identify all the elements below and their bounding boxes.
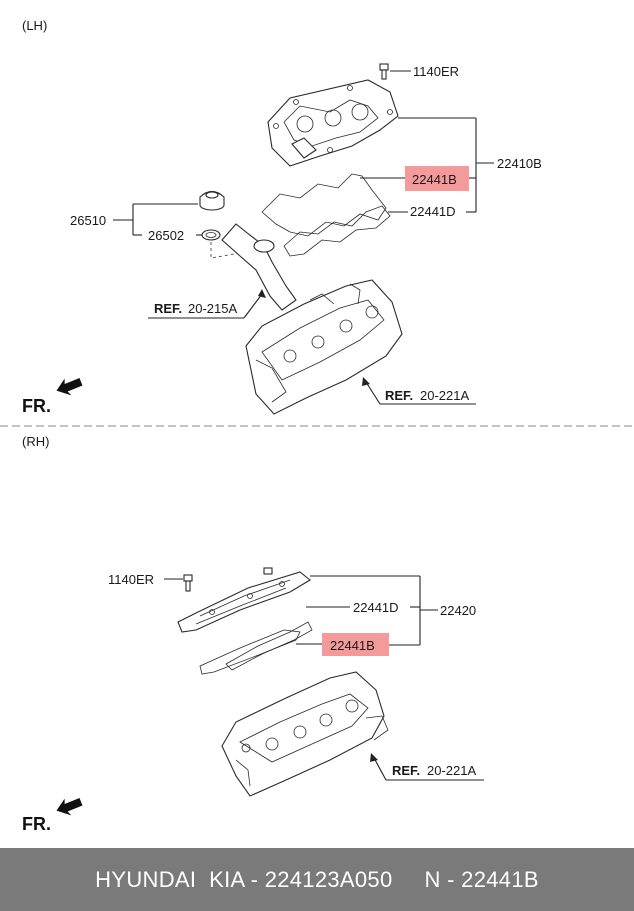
parts-diagram: (LH) 1140ER 22441B 22441D 22410B [0,18,634,834]
lh-gasket-d-label: 22441D [410,204,456,219]
rh-gasket-b-part [199,629,301,675]
lh-cap-seal-label: 26502 [148,228,184,243]
lh-gasket-b-part [261,173,387,237]
lh-bolt-part [379,63,389,80]
lh-cover-assy-label: 22410B [497,156,542,171]
lh-oil-cap-part [199,190,225,211]
lh-ref-a-prefix: REF. [154,301,182,316]
rh-gasket-b-label: 22441B [330,638,375,653]
rh-front-arrow-icon [56,798,83,816]
lh-front-arrow-icon [56,378,83,396]
part-number-footer: HYUNDAI KIA - 224123A050 N - 22441B [0,848,634,911]
lh-cap-seal-part [201,229,221,241]
rh-cover-assy-label: 22420 [440,603,476,618]
rh-gasket-b-highlight [322,633,389,656]
rh-bolt-label: 1140ER [108,572,154,587]
rh-ref-value: 20-221A [427,763,476,778]
lh-valve-cover-part [267,79,399,167]
lh-ref-a-value: 20-215A [188,301,237,316]
lh-ref-b-prefix: REF. [385,388,413,403]
rh-cylinder-head-part [221,671,389,797]
rh-section-label: (RH) [22,434,49,449]
lh-bolt-label: 1140ER [413,64,459,79]
lh-gasket-b-label: 22441B [412,172,457,187]
lh-cylinder-head-part [245,279,403,415]
lh-front-label: FR. [22,396,51,416]
lh-cap-assy-label: 26510 [70,213,106,228]
lh-section-label: (LH) [22,18,47,33]
lh-gasket-d-part [283,205,391,257]
lh-ref-b-value: 20-221A [420,388,469,403]
rh-gasket-d-part [225,621,313,671]
rh-valve-cover-part [177,567,311,633]
rh-front-label: FR. [22,814,51,834]
lh-filler-tube-part [221,223,297,311]
rh-gasket-d-label: 22441D [353,600,399,615]
rh-bolt-part [183,574,193,592]
rh-ref-prefix: REF. [392,763,420,778]
lh-gasket-b-highlight [405,166,469,191]
